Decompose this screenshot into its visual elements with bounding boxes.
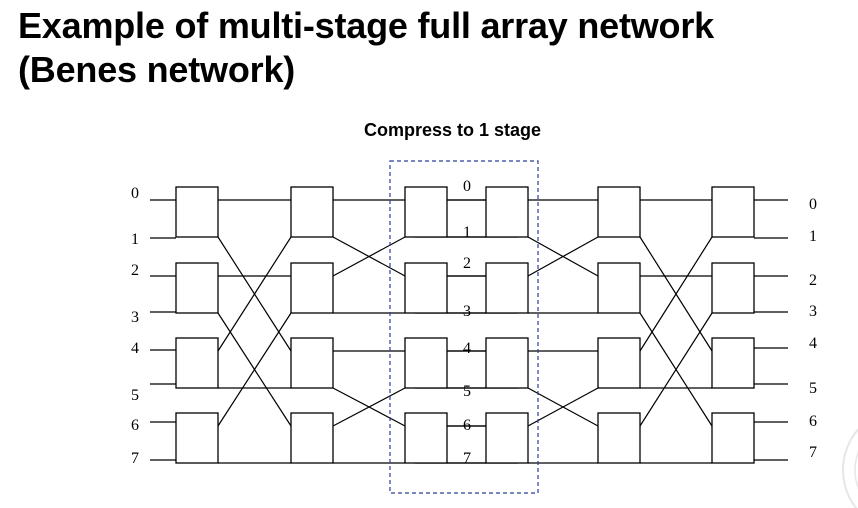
input-label-2: 2 [131,262,139,279]
switch-box-stage2-row4 [290,412,334,464]
switch-box-stage6-row3 [711,337,755,389]
input-label-4: 4 [131,340,139,357]
switch-box-stage4-row4 [485,412,529,464]
switch-box-stage2-row3 [290,337,334,389]
switch-box-stage3-row2 [404,262,448,314]
switch-boxes [175,186,755,464]
switch-box-stage3-row4 [404,412,448,464]
middle-label-2: 2 [463,255,471,272]
watermark-seal [842,428,858,508]
switch-box-stage3-row1 [404,186,448,238]
switch-box-stage1-row3 [175,337,219,389]
switch-box-stage3-row3 [404,337,448,389]
middle-label-1: 1 [463,224,471,241]
slide-title: Example of multi-stage full array networ… [18,4,714,92]
output-label-4: 4 [809,335,817,352]
switch-box-stage1-row2 [175,262,219,314]
switch-box-stage6-row2 [711,262,755,314]
watermark-ring-inner [854,450,858,490]
wire-s5-s6-6 [639,312,713,427]
switch-box-stage5-row2 [597,262,641,314]
input-label-0: 0 [131,185,139,202]
input-label-6: 6 [131,417,139,434]
output-label-7: 7 [809,444,817,461]
input-label-5: 5 [131,387,139,404]
middle-label-7: 7 [463,450,471,467]
middle-label-4: 4 [463,340,471,357]
port-labels: 0 1 2 3 4 5 6 7 0 1 2 3 4 5 6 7 0 1 2 3 4 5 6 7 [131,178,817,467]
wire-s5-s6-4 [639,236,713,352]
title-line-2: (Benes network) [18,49,296,90]
input-label-1: 1 [131,231,139,248]
title-line-1: Example of multi-stage full array networ… [18,5,714,46]
switch-box-stage6-row4 [711,412,755,464]
output-label-2: 2 [809,272,817,289]
output-label-1: 1 [809,228,817,245]
wire-s1-s2-4 [217,236,292,352]
middle-label-6: 6 [463,417,471,434]
switch-box-stage6-row1 [711,186,755,238]
output-label-0: 0 [809,196,817,213]
wire-s2-s3-2 [332,236,406,277]
wire-s1-s2-6 [217,312,292,427]
middle-label-5: 5 [463,383,471,400]
switch-box-stage2-row1 [290,186,334,238]
input-label-7: 7 [131,450,139,467]
watermark-ring [842,428,858,508]
middle-label-3: 3 [463,303,471,320]
output-label-3: 3 [809,303,817,320]
switch-box-stage5-row1 [597,186,641,238]
switch-box-stage4-row2 [485,262,529,314]
input-label-3: 3 [131,309,139,326]
output-label-6: 6 [809,413,817,430]
diagram-caption: Compress to 1 stage [364,120,542,140]
switch-box-stage5-row4 [597,412,641,464]
wire-s4-s5-6 [527,387,599,427]
wire-s4-s5-2 [527,236,599,277]
switch-box-stage2-row2 [290,262,334,314]
switch-box-stage5-row3 [597,337,641,389]
switch-box-stage1-row4 [175,412,219,464]
switch-box-stage4-row1 [485,186,529,238]
switch-box-stage1-row1 [175,186,219,238]
switch-box-stage4-row3 [485,337,529,389]
middle-label-0: 0 [463,178,471,195]
compressed-stage-outline [389,160,539,494]
output-label-5: 5 [809,380,817,397]
wire-s2-s3-6 [332,387,406,427]
